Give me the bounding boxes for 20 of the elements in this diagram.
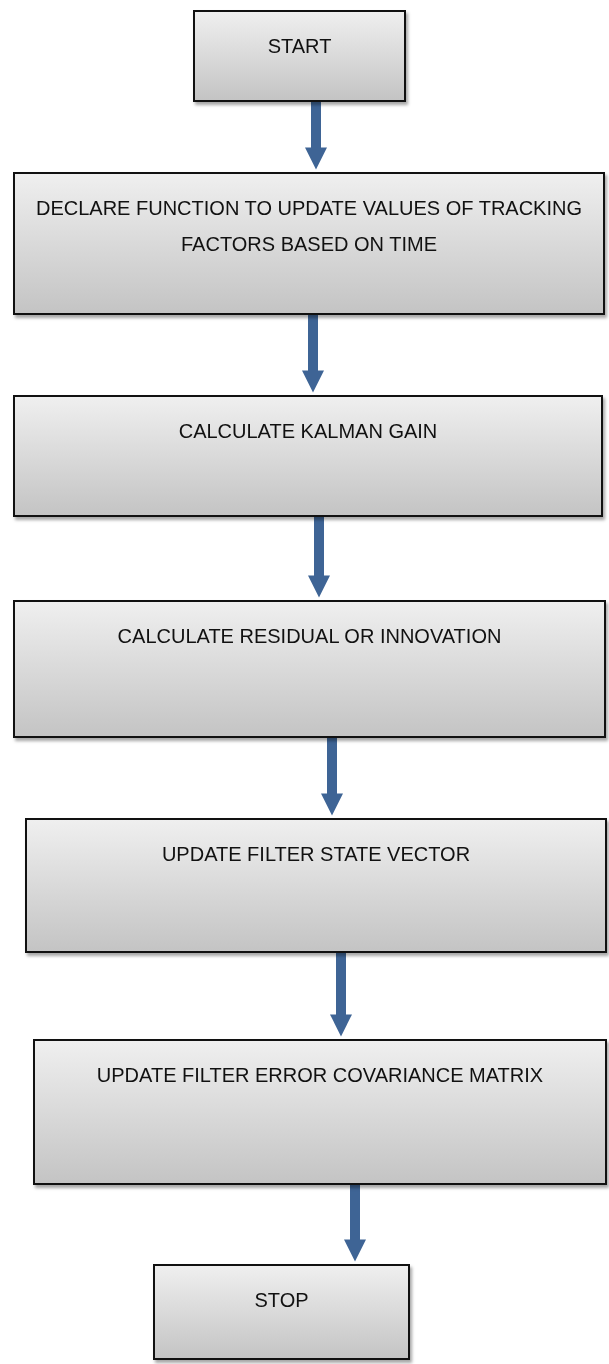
- arrow: [330, 953, 352, 1037]
- box-label: DECLARE FUNCTION TO UPDATE VALUES OF TRACKING FACTORS BASED ON TIME: [36, 197, 582, 255]
- process-box: [13, 395, 603, 517]
- process-box: [193, 10, 406, 102]
- process-box: [153, 1264, 410, 1360]
- process-box: [33, 1039, 607, 1185]
- arrow: [302, 315, 324, 393]
- arrow: [321, 738, 343, 816]
- box-label: UPDATE FILTER ERROR COVARIANCE MATRIX: [96, 1064, 544, 1086]
- box-label: STOP: [254, 1289, 309, 1311]
- arrow: [305, 102, 327, 170]
- arrow: [308, 517, 330, 598]
- box-label: UPDATE FILTER STATE VECTOR: [161, 843, 471, 865]
- process-box: [13, 172, 605, 315]
- process-box: [25, 818, 607, 953]
- box-label: START: [267, 35, 332, 57]
- arrow: [344, 1185, 366, 1262]
- process-box: [13, 600, 606, 738]
- box-label: CALCULATE KALMAN GAIN: [178, 420, 438, 442]
- box-label: CALCULATE RESIDUAL OR INNOVATION: [117, 625, 502, 647]
